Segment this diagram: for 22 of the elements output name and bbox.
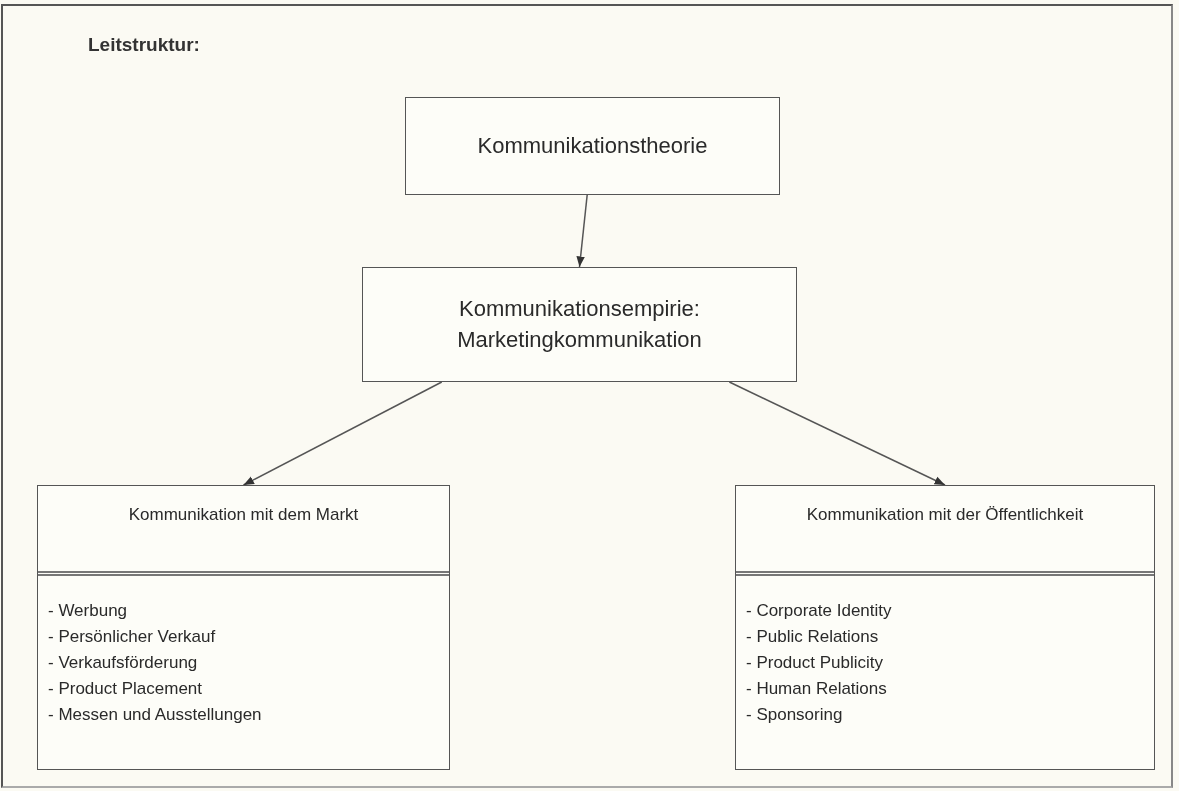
- list-item: - Sponsoring: [745, 704, 844, 726]
- list-item: - Product Placement: [47, 678, 203, 700]
- process-box: [405, 97, 780, 195]
- list-item: - Corporate Identity: [745, 600, 893, 622]
- list-item: - Messen und Ausstellungen: [47, 704, 263, 726]
- list-item: - Werbung: [47, 600, 129, 622]
- list-item: - Product Publicity: [745, 652, 884, 674]
- diagram-title: Leitstruktur:: [88, 34, 200, 56]
- arrow: [576, 194, 588, 268]
- process-box: [362, 267, 797, 382]
- box-label: Kommunikationsempirie: Marketingkommunikation: [456, 294, 703, 354]
- list-box: [37, 485, 450, 770]
- box-heading: Kommunikation mit der Öffentlichkeit: [736, 486, 1154, 576]
- list-item: - Persönlicher Verkauf: [47, 626, 217, 648]
- box-label: Kommunikationstheorie: [476, 131, 709, 160]
- list-item: - Human Relations: [745, 678, 888, 700]
- box-heading: Kommunikation mit dem Markt: [38, 486, 449, 576]
- list-item: - Verkaufsförderung: [47, 652, 199, 674]
- list-box: [735, 485, 1155, 770]
- list-item: - Public Relations: [745, 626, 880, 648]
- arrow: [728, 381, 946, 486]
- arrow: [242, 381, 443, 486]
